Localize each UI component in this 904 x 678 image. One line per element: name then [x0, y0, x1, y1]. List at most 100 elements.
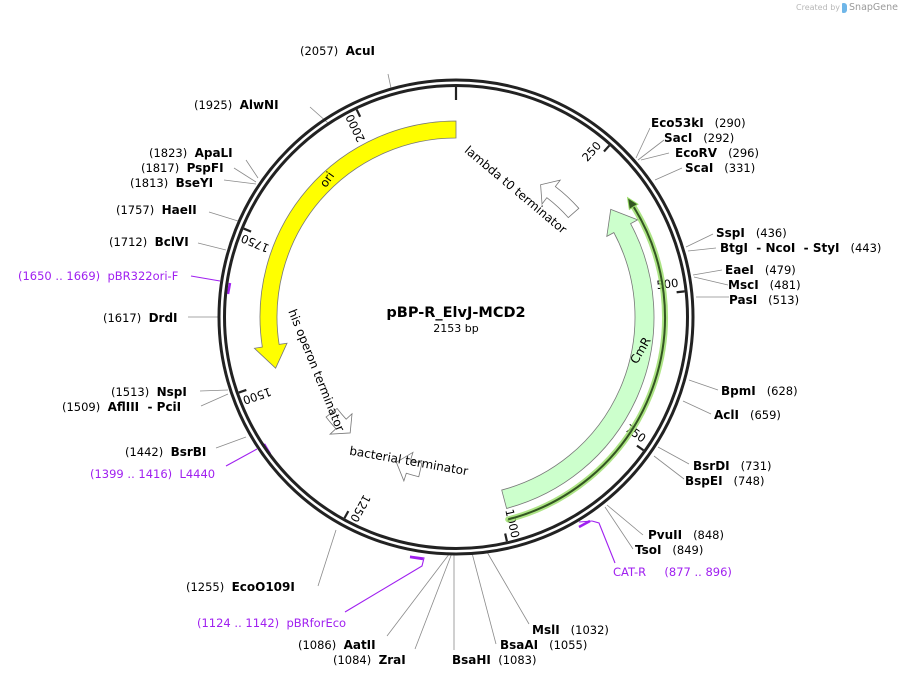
enzyme-position: (513): [768, 293, 800, 307]
primer-range: (1399 .. 1416): [90, 467, 173, 481]
feature-ori[interactable]: [253, 120, 457, 369]
enzyme-name: AatII: [343, 638, 376, 652]
tick-mark: [504, 533, 508, 542]
enzyme-label[interactable]: BsaAI (1055): [500, 638, 587, 652]
enzyme-label[interactable]: (1442) BsrBI: [125, 445, 206, 459]
enzyme-label[interactable]: (1084) ZraI: [333, 653, 406, 667]
enzyme-label[interactable]: (1817) PspFI: [141, 161, 224, 175]
tick-label: 1250: [347, 492, 373, 524]
enzyme-name: BclVI: [154, 235, 189, 249]
enzyme-label[interactable]: (1086) AatII: [298, 638, 376, 652]
enzyme-label[interactable]: Eco53kI (290): [651, 116, 746, 130]
enzyme-name: BsrDI: [693, 459, 730, 473]
enzyme-label[interactable]: MscI (481): [728, 278, 801, 292]
enzyme-position: (849): [672, 543, 704, 557]
primer-name: CAT-R: [613, 565, 647, 579]
enzyme-position: (1086): [298, 638, 337, 652]
enzyme-label[interactable]: AclI (659): [714, 408, 781, 422]
tick-mark: [355, 109, 362, 118]
enzyme-label[interactable]: (1925) AlwNI: [194, 98, 279, 112]
enzyme-name: BseYI: [175, 176, 214, 190]
enzyme-name: BtgI - NcoI - StyI: [720, 241, 840, 255]
enzyme-name: SspI: [716, 226, 745, 240]
enzyme-label[interactable]: BtgI - NcoI - StyI (443): [720, 241, 881, 255]
primer-label[interactable]: (1124 .. 1142) pBRforEco: [197, 616, 346, 630]
enzyme-label[interactable]: (1813) BseYI: [130, 176, 213, 190]
enzyme-label[interactable]: PvuII (848): [648, 528, 724, 542]
enzyme-label[interactable]: SacI (292): [664, 131, 734, 145]
feature-his-operon-terminator[interactable]: [325, 407, 353, 435]
enzyme-position: (1509): [62, 400, 101, 414]
enzyme-name: BsaHI: [452, 653, 491, 667]
enzyme-name: MscI: [728, 278, 759, 292]
enzyme-position: (1055): [549, 638, 588, 652]
primer-range: (1650 .. 1669): [18, 269, 101, 283]
enzyme-name: BspEI: [685, 474, 723, 488]
enzyme-label[interactable]: (1509) AflIII - PciI: [62, 400, 181, 414]
credit-prefix: Created by: [796, 3, 841, 12]
tick-mark: [636, 444, 645, 452]
enzyme-label[interactable]: SspI (436): [716, 226, 787, 240]
enzyme-leaders: [188, 73, 729, 650]
enzyme-label[interactable]: PasI (513): [729, 293, 799, 307]
tick-label: 2000: [343, 112, 368, 144]
enzyme-label[interactable]: BpmI (628): [721, 384, 798, 398]
enzyme-label[interactable]: (1255) EcoO109I: [186, 580, 295, 594]
enzyme-name: HaeII: [161, 203, 197, 217]
enzyme-position: (443): [850, 241, 882, 255]
enzyme-label[interactable]: (1823) ApaLI: [149, 146, 233, 160]
enzyme-label[interactable]: (1712) BclVI: [109, 235, 189, 249]
enzyme-label[interactable]: ScaI (331): [685, 161, 755, 175]
enzyme-name: AlwNI: [239, 98, 279, 112]
primer-name: L4440: [179, 467, 216, 481]
enzyme-label[interactable]: (2057) AcuI: [300, 44, 375, 58]
enzyme-position: (292): [703, 131, 735, 145]
tick-label: 1750: [239, 231, 271, 255]
enzyme-name: ApaLI: [194, 146, 233, 160]
primer-label[interactable]: CAT-R (877 .. 896): [613, 565, 732, 579]
enzyme-position: (1442): [125, 445, 164, 459]
snapgene-credit: Created by SnapGene: [796, 2, 898, 13]
feature-lambda-t0-terminator[interactable]: [540, 179, 580, 219]
enzyme-position: (481): [769, 278, 801, 292]
enzyme-position: (1617): [103, 311, 142, 325]
enzyme-position: (731): [740, 459, 772, 473]
plasmid-length: 2153 bp: [433, 322, 479, 335]
enzyme-name: EcoO109I: [231, 580, 295, 594]
enzyme-name: MslI: [532, 623, 560, 637]
enzyme-label[interactable]: (1513) NspI: [111, 385, 187, 399]
enzyme-position: (1757): [116, 203, 155, 217]
primer-label[interactable]: (1399 .. 1416) L4440: [90, 467, 215, 481]
primer-label[interactable]: (1650 .. 1669) pBR322ori-F: [18, 269, 178, 283]
enzyme-position: (1513): [111, 385, 150, 399]
enzyme-position: (436): [755, 226, 787, 240]
enzyme-label[interactable]: (1757) HaeII: [116, 203, 197, 217]
enzyme-label[interactable]: EcoRV (296): [675, 146, 759, 160]
enzyme-position: (659): [749, 408, 781, 422]
enzyme-position: (479): [764, 263, 796, 277]
enzyme-name: BsaAI: [500, 638, 539, 652]
plasmid-name: pBP-R_ElvJ-MCD2: [386, 305, 526, 321]
primer-name: pBR322ori-F: [107, 269, 179, 283]
enzyme-position: (1823): [149, 146, 188, 160]
enzyme-label[interactable]: (1617) DrdI: [103, 311, 178, 325]
enzyme-name: EcoRV: [675, 146, 718, 160]
tick-label: 250: [579, 139, 604, 165]
tick-mark: [238, 388, 247, 394]
feature-bacterial-terminator[interactable]: [395, 451, 423, 483]
enzyme-label[interactable]: BspEI (748): [685, 474, 764, 488]
cmr-orf-line: [505, 196, 668, 523]
tick-mark: [343, 510, 350, 519]
enzyme-label[interactable]: MslI (1032): [532, 623, 609, 637]
enzyme-label[interactable]: BsrDI (731): [693, 459, 772, 473]
enzyme-label[interactable]: TsoI (849): [635, 543, 703, 557]
enzyme-label[interactable]: BsaHI (1083): [452, 653, 536, 667]
enzyme-label[interactable]: EaeI (479): [725, 263, 796, 277]
feature-cmr[interactable]: [501, 208, 655, 509]
enzyme-name: PvuII: [648, 528, 683, 542]
enzyme-position: (1083): [498, 653, 537, 667]
tick-mark: [676, 290, 685, 294]
enzyme-position: (1255): [186, 580, 225, 594]
